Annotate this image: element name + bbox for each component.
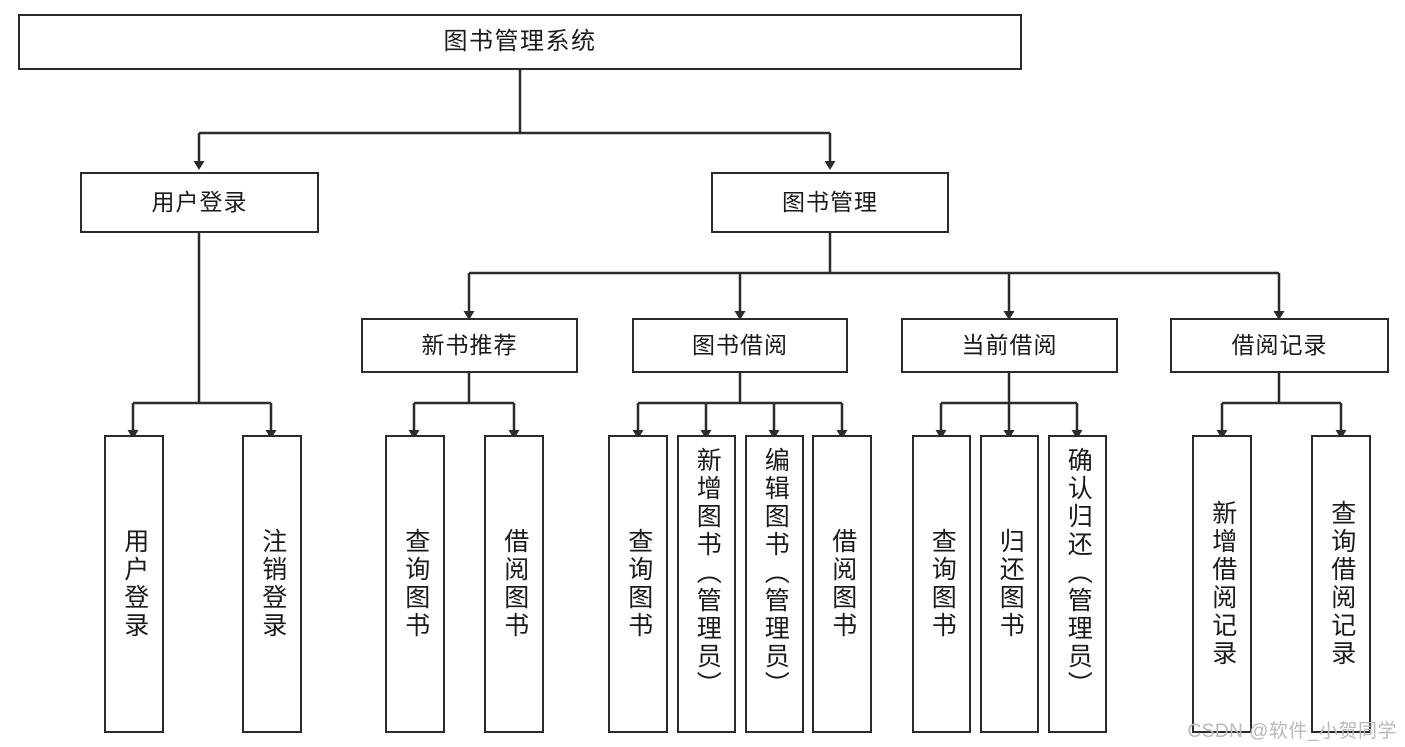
node-label: 查询图书 — [401, 528, 430, 640]
leaf-current-borrow-confirm-return-admin[interactable]: 确认归还（管理员） — [1048, 435, 1107, 733]
node-label: 借阅记录 — [1231, 331, 1328, 358]
node-label: 图书借阅 — [692, 331, 788, 358]
node-label: 借阅图书 — [828, 528, 857, 640]
node-label: 归还图书 — [996, 528, 1025, 640]
node-book-management[interactable]: 图书管理 — [711, 172, 949, 233]
node-label: 编辑图书（管理员） — [761, 447, 790, 699]
leaf-book-borrow-add-book-admin[interactable]: 新增图书（管理员） — [677, 435, 736, 733]
leaf-book-borrow-query-book[interactable]: 查询图书 — [608, 435, 668, 733]
leaf-current-borrow-return-book[interactable]: 归还图书 — [980, 435, 1039, 733]
leaf-book-borrow-borrow-book[interactable]: 借阅图书 — [812, 435, 872, 733]
watermark-text: CSDN @软件_小贺同学 — [1187, 721, 1397, 742]
leaf-current-borrow-query-book[interactable]: 查询图书 — [912, 435, 971, 733]
leaf-user-login-login[interactable]: 用户登录 — [104, 435, 164, 733]
node-label: 查询图书 — [624, 528, 653, 640]
node-book-borrow[interactable]: 图书借阅 — [632, 318, 848, 373]
node-current-borrow[interactable]: 当前借阅 — [901, 318, 1118, 373]
node-label: 查询图书 — [928, 528, 957, 640]
leaf-new-book-query-book[interactable]: 查询图书 — [385, 435, 445, 733]
node-label: 图书管理系统 — [443, 27, 597, 55]
leaf-borrow-records-add-record[interactable]: 新增借阅记录 — [1192, 435, 1252, 733]
node-label: 注销登录 — [258, 528, 287, 640]
node-label: 图书管理 — [782, 188, 878, 215]
node-root-book-management-system[interactable]: 图书管理系统 — [18, 14, 1022, 70]
leaf-book-borrow-edit-book-admin[interactable]: 编辑图书（管理员） — [745, 435, 804, 733]
node-borrow-records[interactable]: 借阅记录 — [1170, 318, 1389, 373]
node-label: 用户登录 — [151, 188, 248, 215]
node-new-book-recommend[interactable]: 新书推荐 — [361, 318, 578, 373]
leaf-new-book-borrow-book[interactable]: 借阅图书 — [484, 435, 544, 733]
node-label: 新增图书（管理员） — [693, 447, 722, 699]
node-label: 借阅图书 — [500, 528, 529, 640]
node-label: 新增借阅记录 — [1208, 500, 1237, 668]
leaf-borrow-records-query-record[interactable]: 查询借阅记录 — [1311, 435, 1371, 733]
leaf-user-login-logout[interactable]: 注销登录 — [242, 435, 302, 733]
node-label: 确认归还（管理员） — [1064, 447, 1093, 699]
node-user-login[interactable]: 用户登录 — [80, 172, 319, 233]
node-label: 当前借阅 — [961, 331, 1058, 358]
node-label: 新书推荐 — [421, 331, 518, 358]
node-label: 用户登录 — [120, 528, 149, 640]
node-label: 查询借阅记录 — [1327, 500, 1356, 668]
